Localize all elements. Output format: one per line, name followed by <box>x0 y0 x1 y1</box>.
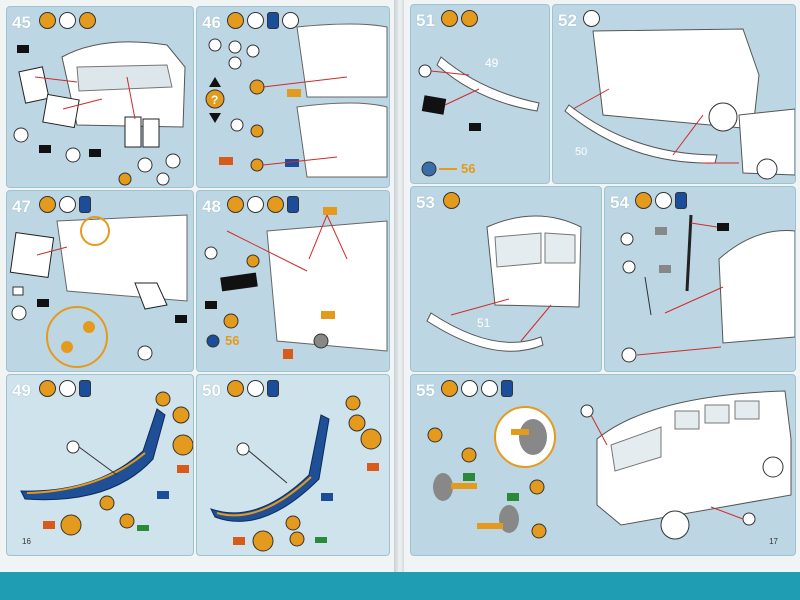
step-48-panel: 48 56 <box>196 190 390 372</box>
see-step-reference: 56 <box>461 161 476 176</box>
step-48-drawing <box>204 207 388 359</box>
paint-icon <box>282 12 299 29</box>
step-number: 45 <box>12 13 31 32</box>
paint-icon <box>227 380 244 397</box>
paint-icon <box>59 380 76 397</box>
step-54-panel: 54 <box>604 186 796 372</box>
step-50-drawing <box>210 395 382 552</box>
step-46-drawing: ? <box>205 23 388 178</box>
paint-icon <box>39 196 56 213</box>
paint-icon <box>441 380 458 397</box>
step-number: 50 <box>202 381 221 400</box>
paint-icon <box>267 380 279 397</box>
page-number: 16 <box>22 537 31 546</box>
step-number: 47 <box>12 197 31 216</box>
paint-icon <box>443 192 460 209</box>
step-number: 48 <box>202 197 221 216</box>
paint-icon <box>79 12 96 29</box>
step-45-panel: 45 <box>6 6 194 188</box>
step-number: 49 <box>12 381 31 400</box>
step-number: 51 <box>416 11 435 30</box>
step-number: 53 <box>416 193 435 212</box>
step-49-drawing <box>20 391 193 536</box>
paint-icon <box>583 10 600 27</box>
booklet-spine <box>394 0 406 572</box>
paint-icon <box>59 196 76 213</box>
step-54-drawing <box>620 214 795 363</box>
paint-icons <box>39 196 91 213</box>
paint-icon <box>227 196 244 213</box>
paint-icon <box>655 192 672 209</box>
step-49-panel: 49 <box>6 374 194 556</box>
svg-text:?: ? <box>211 93 218 107</box>
paint-icon <box>461 380 478 397</box>
paint-icon <box>59 12 76 29</box>
paint-icon <box>267 196 284 213</box>
paint-icon <box>441 10 458 27</box>
step-52-panel: 52 50 <box>552 4 796 184</box>
step-50-panel: 50 <box>196 374 390 556</box>
step-number: 52 <box>558 11 577 30</box>
step-51-panel: 51 49 56 <box>410 4 550 184</box>
paint-icon <box>267 12 279 29</box>
step-46-panel: 46 ? <box>196 6 390 188</box>
paint-icon <box>247 12 264 29</box>
step-number: 46 <box>202 13 221 32</box>
paint-icons <box>635 192 687 209</box>
step-55-drawing <box>427 390 792 540</box>
paint-icon <box>501 380 513 397</box>
paint-icon <box>287 196 299 213</box>
paint-icon <box>39 380 56 397</box>
step-47-panel: 47 <box>6 190 194 372</box>
step-53-panel: 53 51 <box>410 186 602 372</box>
paint-icons <box>227 196 299 213</box>
paint-icons <box>441 10 478 27</box>
paint-icon <box>39 12 56 29</box>
paint-icon <box>79 380 91 397</box>
left-page: 45 <box>0 0 396 572</box>
part-label: 51 <box>477 316 491 330</box>
paint-icons <box>39 380 91 397</box>
paint-icon <box>227 12 244 29</box>
step-number: 55 <box>416 381 435 400</box>
paint-icon <box>675 192 687 209</box>
paint-icon <box>247 196 264 213</box>
paint-icon <box>247 380 264 397</box>
step-47-drawing <box>9 214 188 368</box>
paint-icon <box>461 10 478 27</box>
paint-icons <box>227 12 299 29</box>
step-51-drawing: 49 <box>418 56 540 177</box>
step-53-drawing: 51 <box>426 215 582 352</box>
part-label: 50 <box>575 146 587 158</box>
part-label: 49 <box>485 56 499 70</box>
paint-icons <box>39 12 96 29</box>
page-number: 17 <box>769 537 778 546</box>
paint-icons <box>227 380 279 397</box>
see-step-reference: 56 <box>225 333 240 348</box>
step-52-drawing: 50 <box>564 28 795 180</box>
step-55-panel: 55 <box>410 374 796 556</box>
step-number: 54 <box>610 193 629 212</box>
instruction-booklet: 07399 45 <box>0 0 800 572</box>
step-45-drawing <box>13 41 186 186</box>
paint-icon <box>635 192 652 209</box>
paint-icons <box>583 10 600 27</box>
paint-icons <box>443 192 460 209</box>
right-page: 51 49 56 52 <box>404 0 800 572</box>
paint-icon <box>79 196 91 213</box>
paint-icon <box>481 380 498 397</box>
paint-icons <box>441 380 513 397</box>
